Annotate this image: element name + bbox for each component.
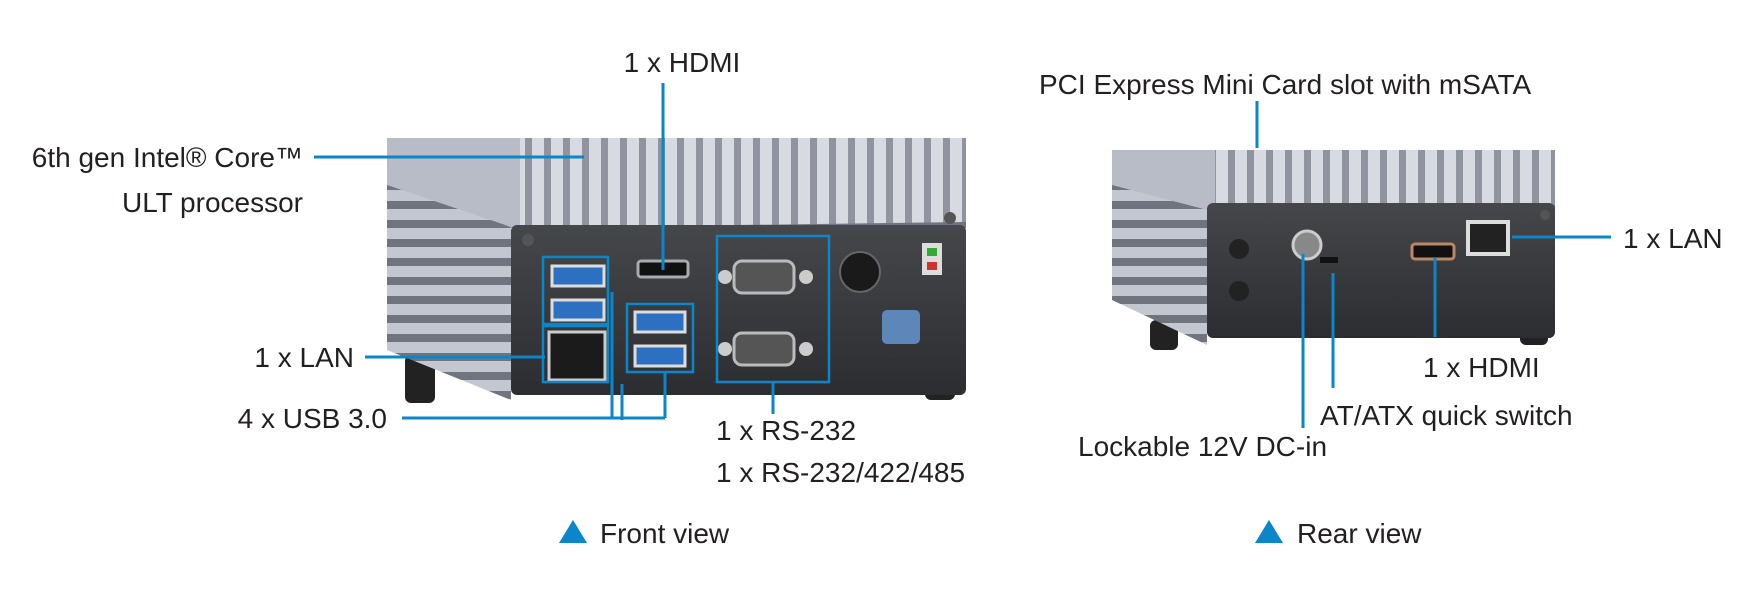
rear-device-image: [1112, 150, 1555, 350]
rear-pcie-label: PCI Express Mini Card slot with mSATA: [1039, 69, 1532, 100]
front-callout-lines: [314, 83, 775, 420]
rear-view-caption: Rear view: [1297, 518, 1422, 549]
rear-dc-in-label: Lockable 12V DC-in: [1078, 431, 1327, 462]
front-hdmi-label: 1 x HDMI: [624, 47, 741, 78]
triangle-icon: [559, 520, 587, 543]
front-serial-label-line1: 1 x RS-232: [716, 415, 856, 446]
rear-switch-label: AT/ATX quick switch: [1320, 400, 1573, 431]
rear-hdmi-label: 1 x HDMI: [1423, 352, 1540, 383]
triangle-icon: [1255, 520, 1283, 543]
front-cpu-label-line2: ULT processor: [122, 187, 303, 218]
front-usb-label: 4 x USB 3.0: [238, 403, 387, 434]
front-device-image: [387, 138, 966, 403]
front-serial-label-line2: 1 x RS-232/422/485: [716, 457, 965, 488]
rear-callout-lines: [1255, 101, 1611, 428]
front-lan-label: 1 x LAN: [254, 342, 354, 373]
front-cpu-label-line1: 6th gen Intel® Core™: [32, 142, 303, 173]
front-view-caption: Front view: [600, 518, 730, 549]
rear-lan-label: 1 x LAN: [1623, 223, 1723, 254]
